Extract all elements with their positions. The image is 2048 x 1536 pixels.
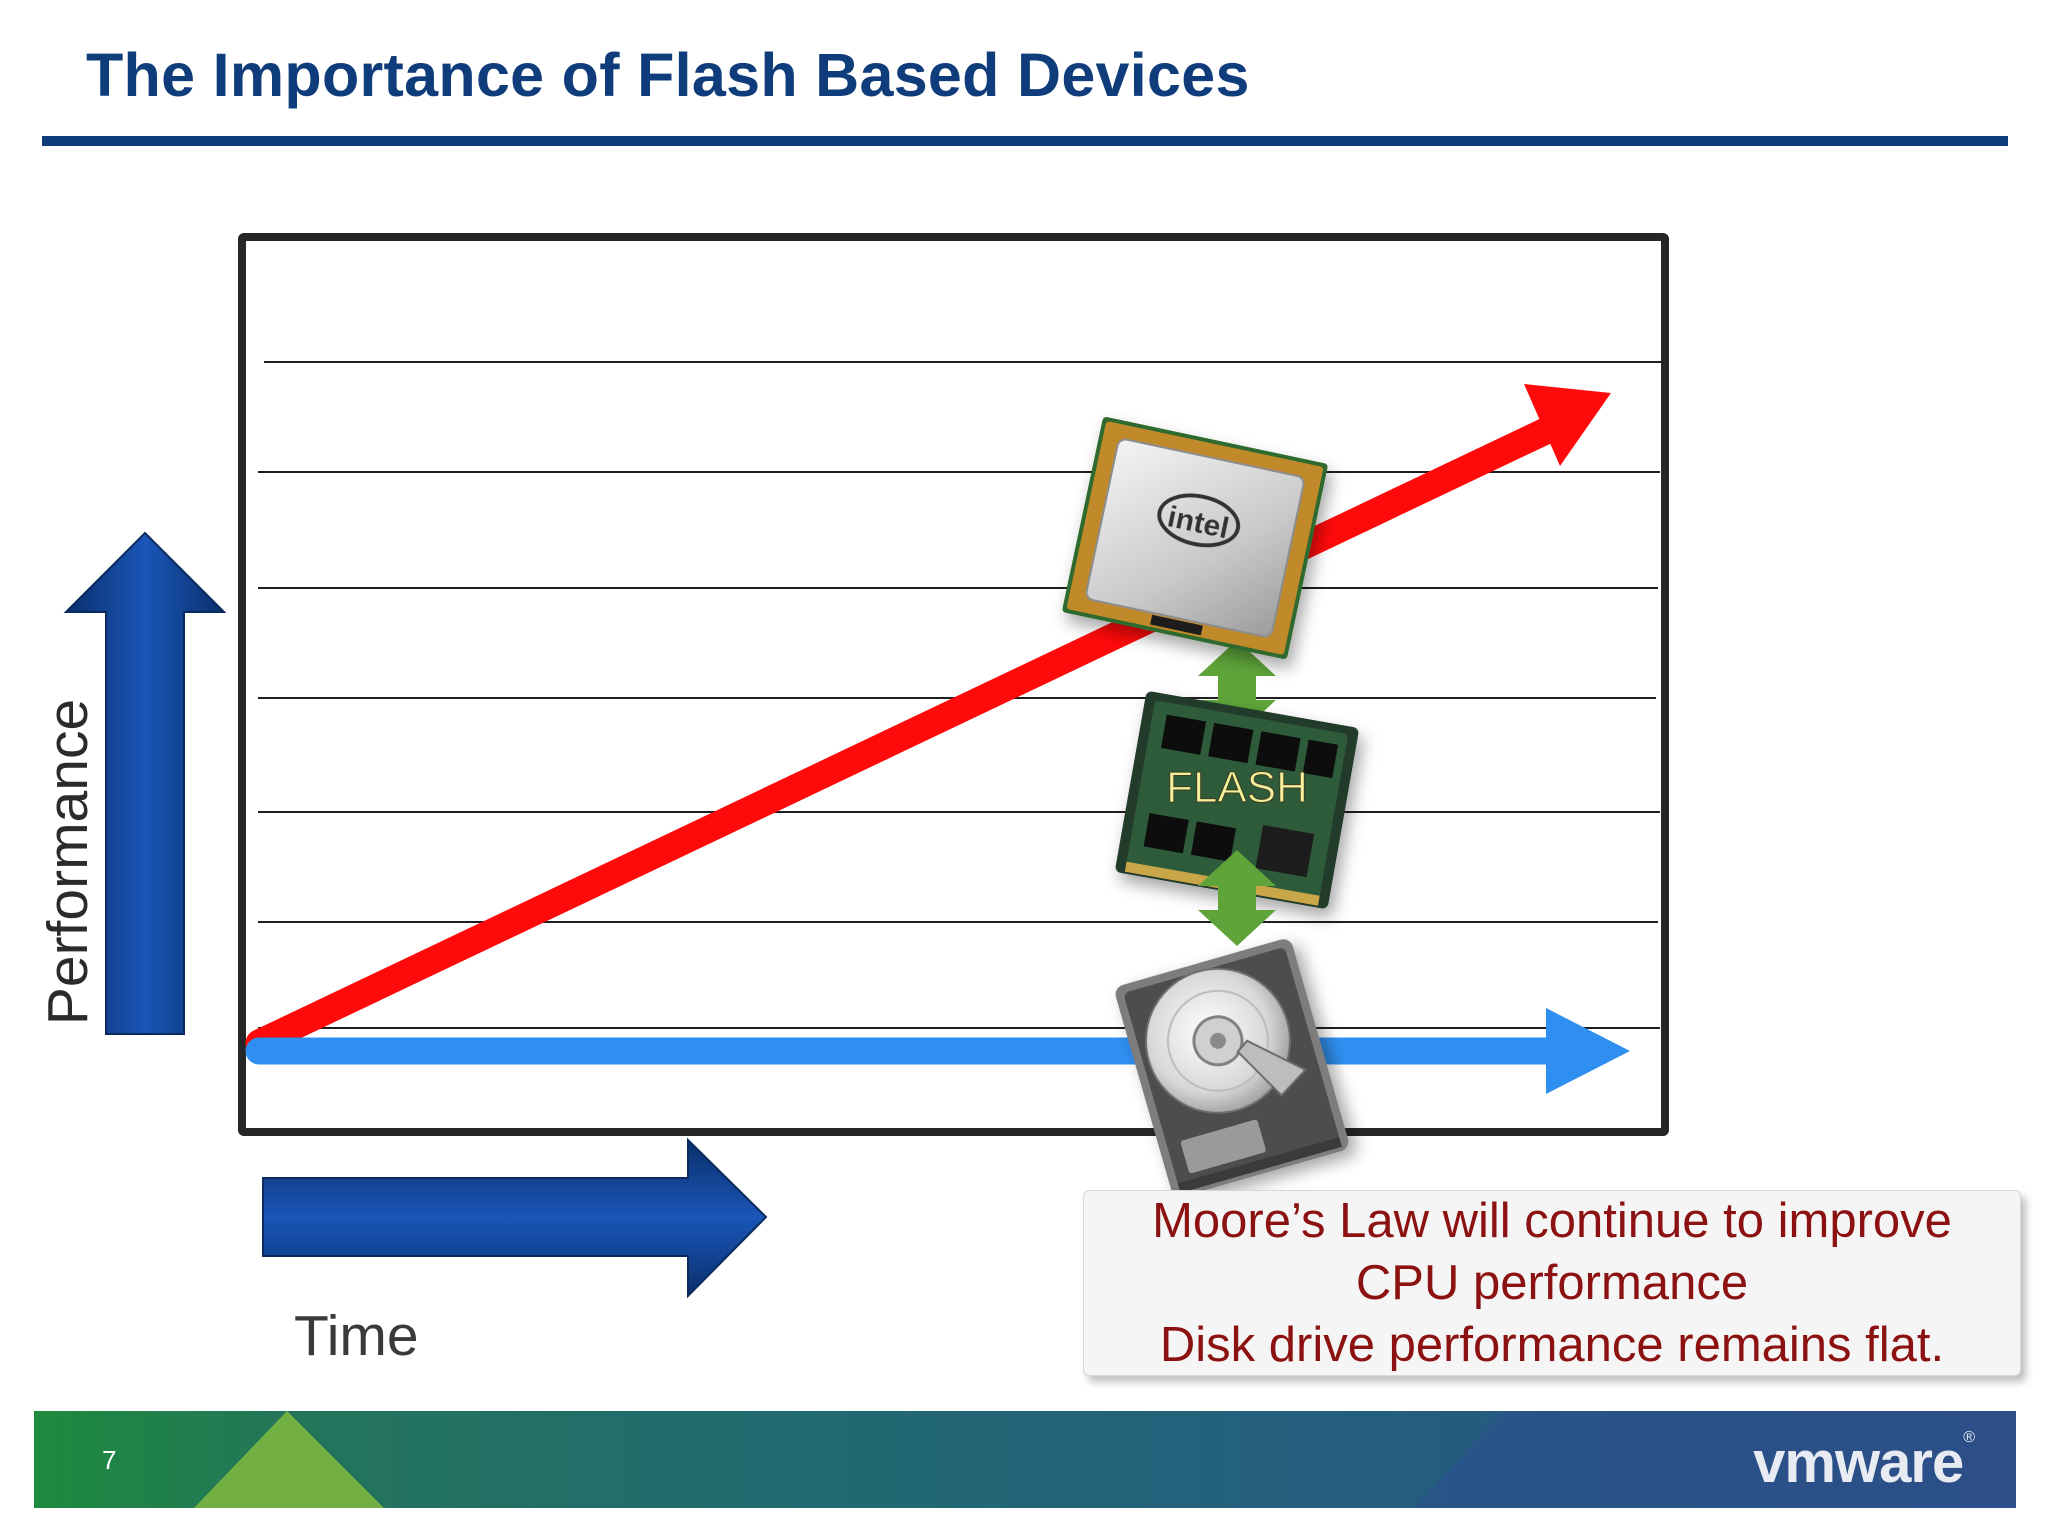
cpu-trend-arrow [245,384,1611,1057]
footer-shapes [194,1411,2016,1508]
registered-mark: ® [1963,1429,1975,1446]
flash-label: FLASH [1166,763,1308,812]
chart-gridline [258,587,1658,589]
title-underline [42,136,2008,146]
vmware-logo-text: vmware [1753,1430,1964,1495]
chart-gridline [258,811,1660,813]
performance-axis-arrow [63,531,227,1035]
vmware-logo: vmware® [1753,1429,1975,1496]
chart-frame [238,233,1669,1136]
cpu-chip-icon: intel [1062,417,1328,659]
chart-gridline [258,471,1660,473]
hard-disk-icon [1115,939,1349,1197]
slide-number: 7 [102,1445,117,1475]
slide-title: The Importance of Flash Based Devices [86,41,1250,109]
time-axis-arrow [262,1137,768,1299]
performance-axis-label: Performance [36,698,100,1026]
disk-trend-arrow [245,1008,1630,1094]
chart-gridline [264,361,1664,363]
moores-law-callout: Moore’s Law will continue to improve CPU… [1083,1190,2021,1376]
chart-gridline [258,921,1658,923]
chart-gridline [258,1027,1660,1029]
callout-line: Disk drive performance remains flat. [1159,1318,1945,1372]
footer-band: 7 vmware® [34,1411,2016,1508]
callout-line: CPU performance [1355,1256,1749,1310]
bridge-down-arrow [1198,850,1276,946]
callout-line: Moore’s Law will continue to improve [1152,1194,1952,1248]
time-axis-label: Time [294,1304,419,1368]
